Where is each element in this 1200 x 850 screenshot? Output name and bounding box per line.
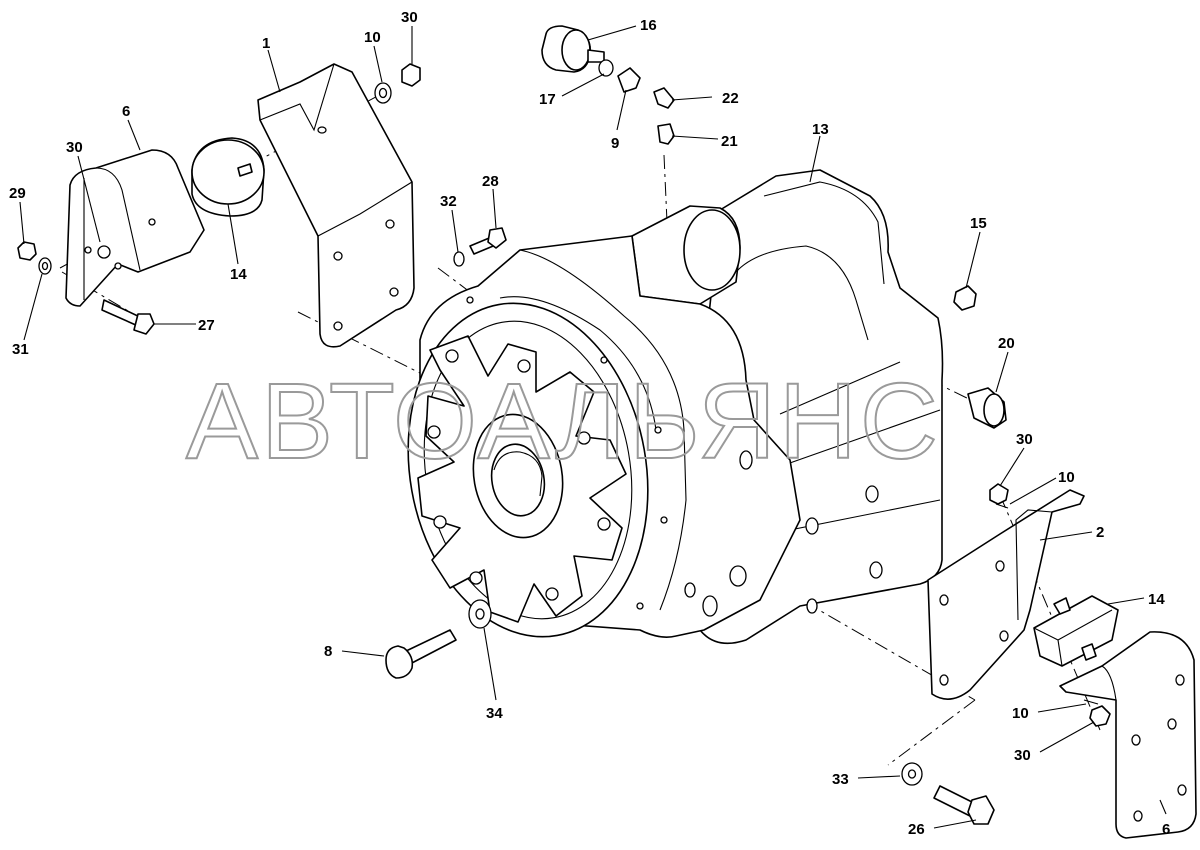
callout-27: 27 [198,317,215,334]
callout-26: 26 [908,821,925,838]
callout-10: 10 [364,29,381,46]
callout-15: 15 [970,215,987,232]
callout-14: 14 [230,266,247,283]
fittings-group [541,25,675,145]
callout-6: 6 [1162,821,1170,838]
nut-30-lower-right [1083,699,1111,727]
callout-14: 14 [1148,591,1165,608]
bracket-6-left [65,149,205,307]
rubber-mount-14-right [1033,595,1119,667]
callout-21: 21 [721,133,738,150]
callout-33: 33 [832,771,849,788]
watermark: АВТОАЛЬЯНС [186,360,941,481]
callout-2: 2 [1096,524,1104,541]
callout-17: 17 [539,91,556,108]
bracket-6-right [1059,631,1197,839]
callout-34: 34 [486,705,503,722]
callout-9: 9 [611,135,619,152]
callout-6: 6 [122,103,130,120]
callout-10: 10 [1012,705,1029,722]
bolt-8 [385,599,492,679]
callout-1: 1 [262,35,270,52]
callout-22: 22 [722,90,739,107]
callout-10: 10 [1058,469,1075,486]
fitting-20 [967,387,1007,429]
callout-28: 28 [482,173,499,190]
callout-31: 31 [12,341,29,358]
callout-29: 29 [9,185,26,202]
callout-16: 16 [640,17,657,34]
callout-30: 30 [66,139,83,156]
leader-lines [19,25,1167,829]
bolt-27 [101,299,155,335]
washer-10-top [374,63,421,104]
bolt-28 [453,227,507,267]
plug-15 [953,285,977,311]
callout-30: 30 [401,9,418,26]
callout-20: 20 [998,335,1015,352]
bolt-26 [901,762,995,825]
nut-29 [17,241,52,275]
callout-labels: 1 10 30 16 17 22 9 21 13 6 30 29 31 14 2… [9,9,1170,838]
callout-32: 32 [440,193,457,210]
callout-30: 30 [1016,431,1033,448]
callout-8: 8 [324,643,332,660]
plate-1 [257,63,415,348]
nut-30-right [989,483,1009,509]
callout-30: 30 [1014,747,1031,764]
plate-2 [927,489,1085,700]
callout-13: 13 [812,121,829,138]
rubber-mount-14-top [191,137,265,217]
transmission-housing-13 [407,169,944,645]
